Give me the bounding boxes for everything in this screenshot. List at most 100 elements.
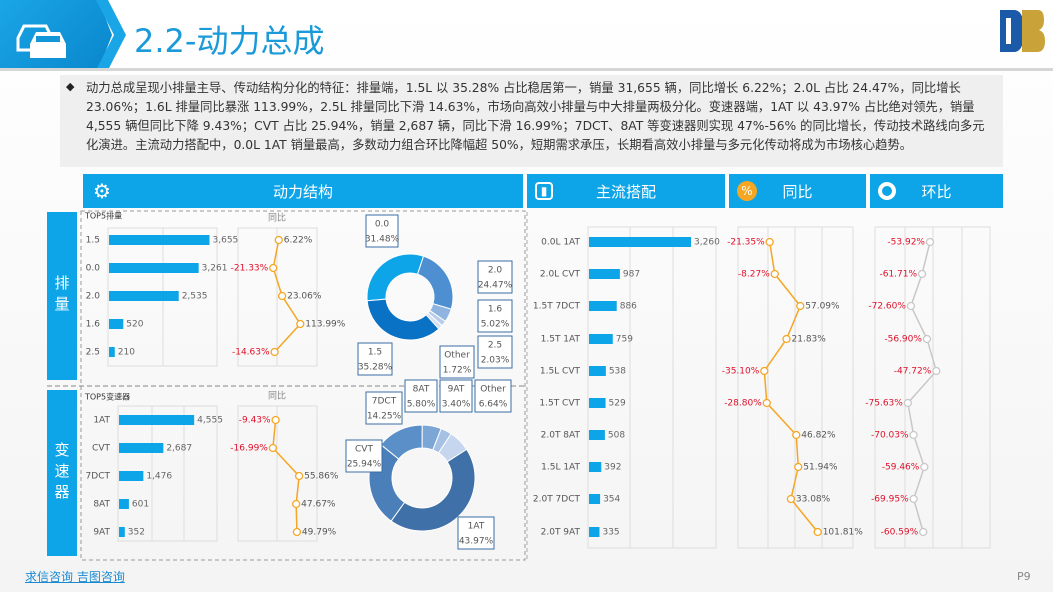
donut-label-box bbox=[365, 391, 403, 425]
line-point bbox=[782, 334, 791, 344]
line-series bbox=[907, 241, 938, 533]
donut-label-value: 25.94% bbox=[347, 460, 382, 470]
bullet-icon: ◆ bbox=[66, 80, 75, 93]
bar-category-label: 7DCT bbox=[86, 472, 111, 482]
summary-text: 动力总成呈现小排量主导、传动结构分化的特征：排量端，1.5L 以 35.28% … bbox=[60, 75, 1003, 167]
side-label-displacement: 排量 bbox=[47, 212, 77, 380]
bar bbox=[589, 398, 606, 408]
donut-slice bbox=[366, 298, 440, 341]
bar bbox=[589, 334, 613, 344]
line-value-label: 21.83% bbox=[792, 335, 827, 345]
donut-label-value: 2.03% bbox=[481, 356, 510, 366]
section-label: 同比 bbox=[782, 182, 813, 201]
bar bbox=[119, 471, 144, 481]
percent-icon: % bbox=[737, 181, 757, 201]
donut-label-name: 8AT bbox=[413, 385, 430, 395]
donut-label-value: 14.25% bbox=[367, 412, 402, 422]
donut-label-name: Other bbox=[480, 385, 506, 395]
line-value-label: 33.08% bbox=[796, 495, 831, 505]
bar-category-label: 8AT bbox=[93, 500, 110, 510]
line-value-label: 55.86% bbox=[304, 472, 339, 482]
line-value-label: -75.63% bbox=[865, 399, 903, 409]
bar bbox=[119, 443, 164, 453]
line-value-label: -35.10% bbox=[722, 367, 760, 377]
donut-label-value: 43.97% bbox=[459, 537, 494, 547]
line-value-label: -9.43% bbox=[239, 416, 271, 426]
line-value-label: -16.99% bbox=[230, 444, 268, 454]
line-point bbox=[770, 269, 779, 279]
line-value-label: -47.72% bbox=[894, 367, 932, 377]
line-series bbox=[763, 241, 819, 533]
donut-label-box bbox=[474, 379, 512, 413]
line-point bbox=[292, 499, 301, 509]
panel-border bbox=[80, 210, 526, 561]
bar-value-label: 886 bbox=[620, 302, 637, 312]
bar-category-label: 1.5 bbox=[86, 236, 100, 246]
line-value-label: 47.67% bbox=[301, 500, 336, 510]
bar-category-label: 1AT bbox=[93, 416, 110, 426]
bar bbox=[109, 263, 199, 273]
donut-label-value: 31.48% bbox=[365, 235, 400, 245]
line-point bbox=[917, 269, 927, 279]
section-yoy: % 同比 bbox=[729, 174, 866, 208]
section-label: 动力结构 bbox=[272, 182, 333, 201]
section-structure: ⚙ 动力结构 bbox=[83, 174, 523, 208]
bar-category-label: 1.5L CVT bbox=[540, 367, 581, 377]
line-point bbox=[760, 366, 769, 376]
bar bbox=[109, 319, 124, 329]
donut-label-name: 7DCT bbox=[372, 397, 397, 407]
bar-value-label: 529 bbox=[609, 399, 626, 409]
side-label-text: 排量 bbox=[52, 275, 71, 317]
line-value-label: -56.90% bbox=[884, 335, 922, 345]
line-point bbox=[796, 301, 805, 311]
line-value-label: -21.35% bbox=[727, 238, 765, 248]
line-point bbox=[294, 471, 304, 481]
donut-label-value: 6.64% bbox=[479, 400, 508, 410]
bar-value-label: 2,535 bbox=[182, 292, 208, 302]
line-value-label: -70.03% bbox=[871, 431, 909, 441]
bar-category-label: 2.0T 7DCT bbox=[533, 495, 581, 505]
bar-chart-icon: ▮ bbox=[535, 182, 553, 200]
donut-label-box bbox=[345, 439, 383, 473]
bar-value-label: 392 bbox=[604, 463, 621, 473]
bar-value-label: 2,687 bbox=[166, 444, 192, 454]
line-value-label: 23.06% bbox=[287, 292, 322, 302]
line-value-label: -14.63% bbox=[232, 348, 270, 358]
line-point bbox=[909, 494, 918, 504]
bar bbox=[589, 366, 606, 376]
bar bbox=[589, 301, 617, 311]
bar-value-label: 520 bbox=[126, 320, 143, 330]
donut-label-value: 3.40% bbox=[442, 400, 471, 410]
bar-chart-title: TOP5变速器 bbox=[84, 392, 130, 402]
footer-links[interactable]: 求信咨询 吉图咨询 bbox=[25, 570, 125, 584]
donut-label-name: 1.6 bbox=[488, 305, 503, 315]
side-label-text: 变速器 bbox=[52, 441, 71, 505]
line-point bbox=[906, 301, 916, 311]
donut-label-name: 2.5 bbox=[488, 341, 502, 351]
bar-category-label: 2.0T 9AT bbox=[541, 528, 581, 538]
line-value-label: -60.59% bbox=[881, 528, 919, 538]
line-value-label: 101.81% bbox=[823, 528, 863, 538]
donut-label-name: 1AT bbox=[468, 522, 485, 532]
gears-icon: ⚙ bbox=[93, 179, 111, 203]
bar bbox=[119, 527, 125, 537]
donut-label-value: 24.47% bbox=[478, 281, 513, 291]
line-value-label: 57.09% bbox=[805, 302, 840, 312]
bar-category-label: 1.5T 1AT bbox=[541, 335, 581, 345]
line-value-label: -53.92% bbox=[887, 238, 925, 248]
line-point bbox=[920, 462, 929, 472]
line-point bbox=[274, 235, 283, 245]
donut-label-name: 9AT bbox=[448, 385, 465, 395]
donut-label-value: 5.80% bbox=[407, 400, 436, 410]
line-point bbox=[277, 291, 287, 301]
bar-category-label: 1.5T CVT bbox=[539, 399, 580, 409]
bar-value-label: 601 bbox=[132, 500, 149, 510]
bar-chart-title: TOP5排量 bbox=[84, 211, 122, 221]
line-value-label: 46.82% bbox=[801, 431, 836, 441]
line-value-label: 6.22% bbox=[284, 236, 313, 246]
bar bbox=[109, 235, 210, 245]
bar-value-label: 354 bbox=[603, 495, 620, 505]
section-combo: ▮主流搭配 bbox=[527, 174, 725, 208]
line-point bbox=[270, 347, 279, 357]
